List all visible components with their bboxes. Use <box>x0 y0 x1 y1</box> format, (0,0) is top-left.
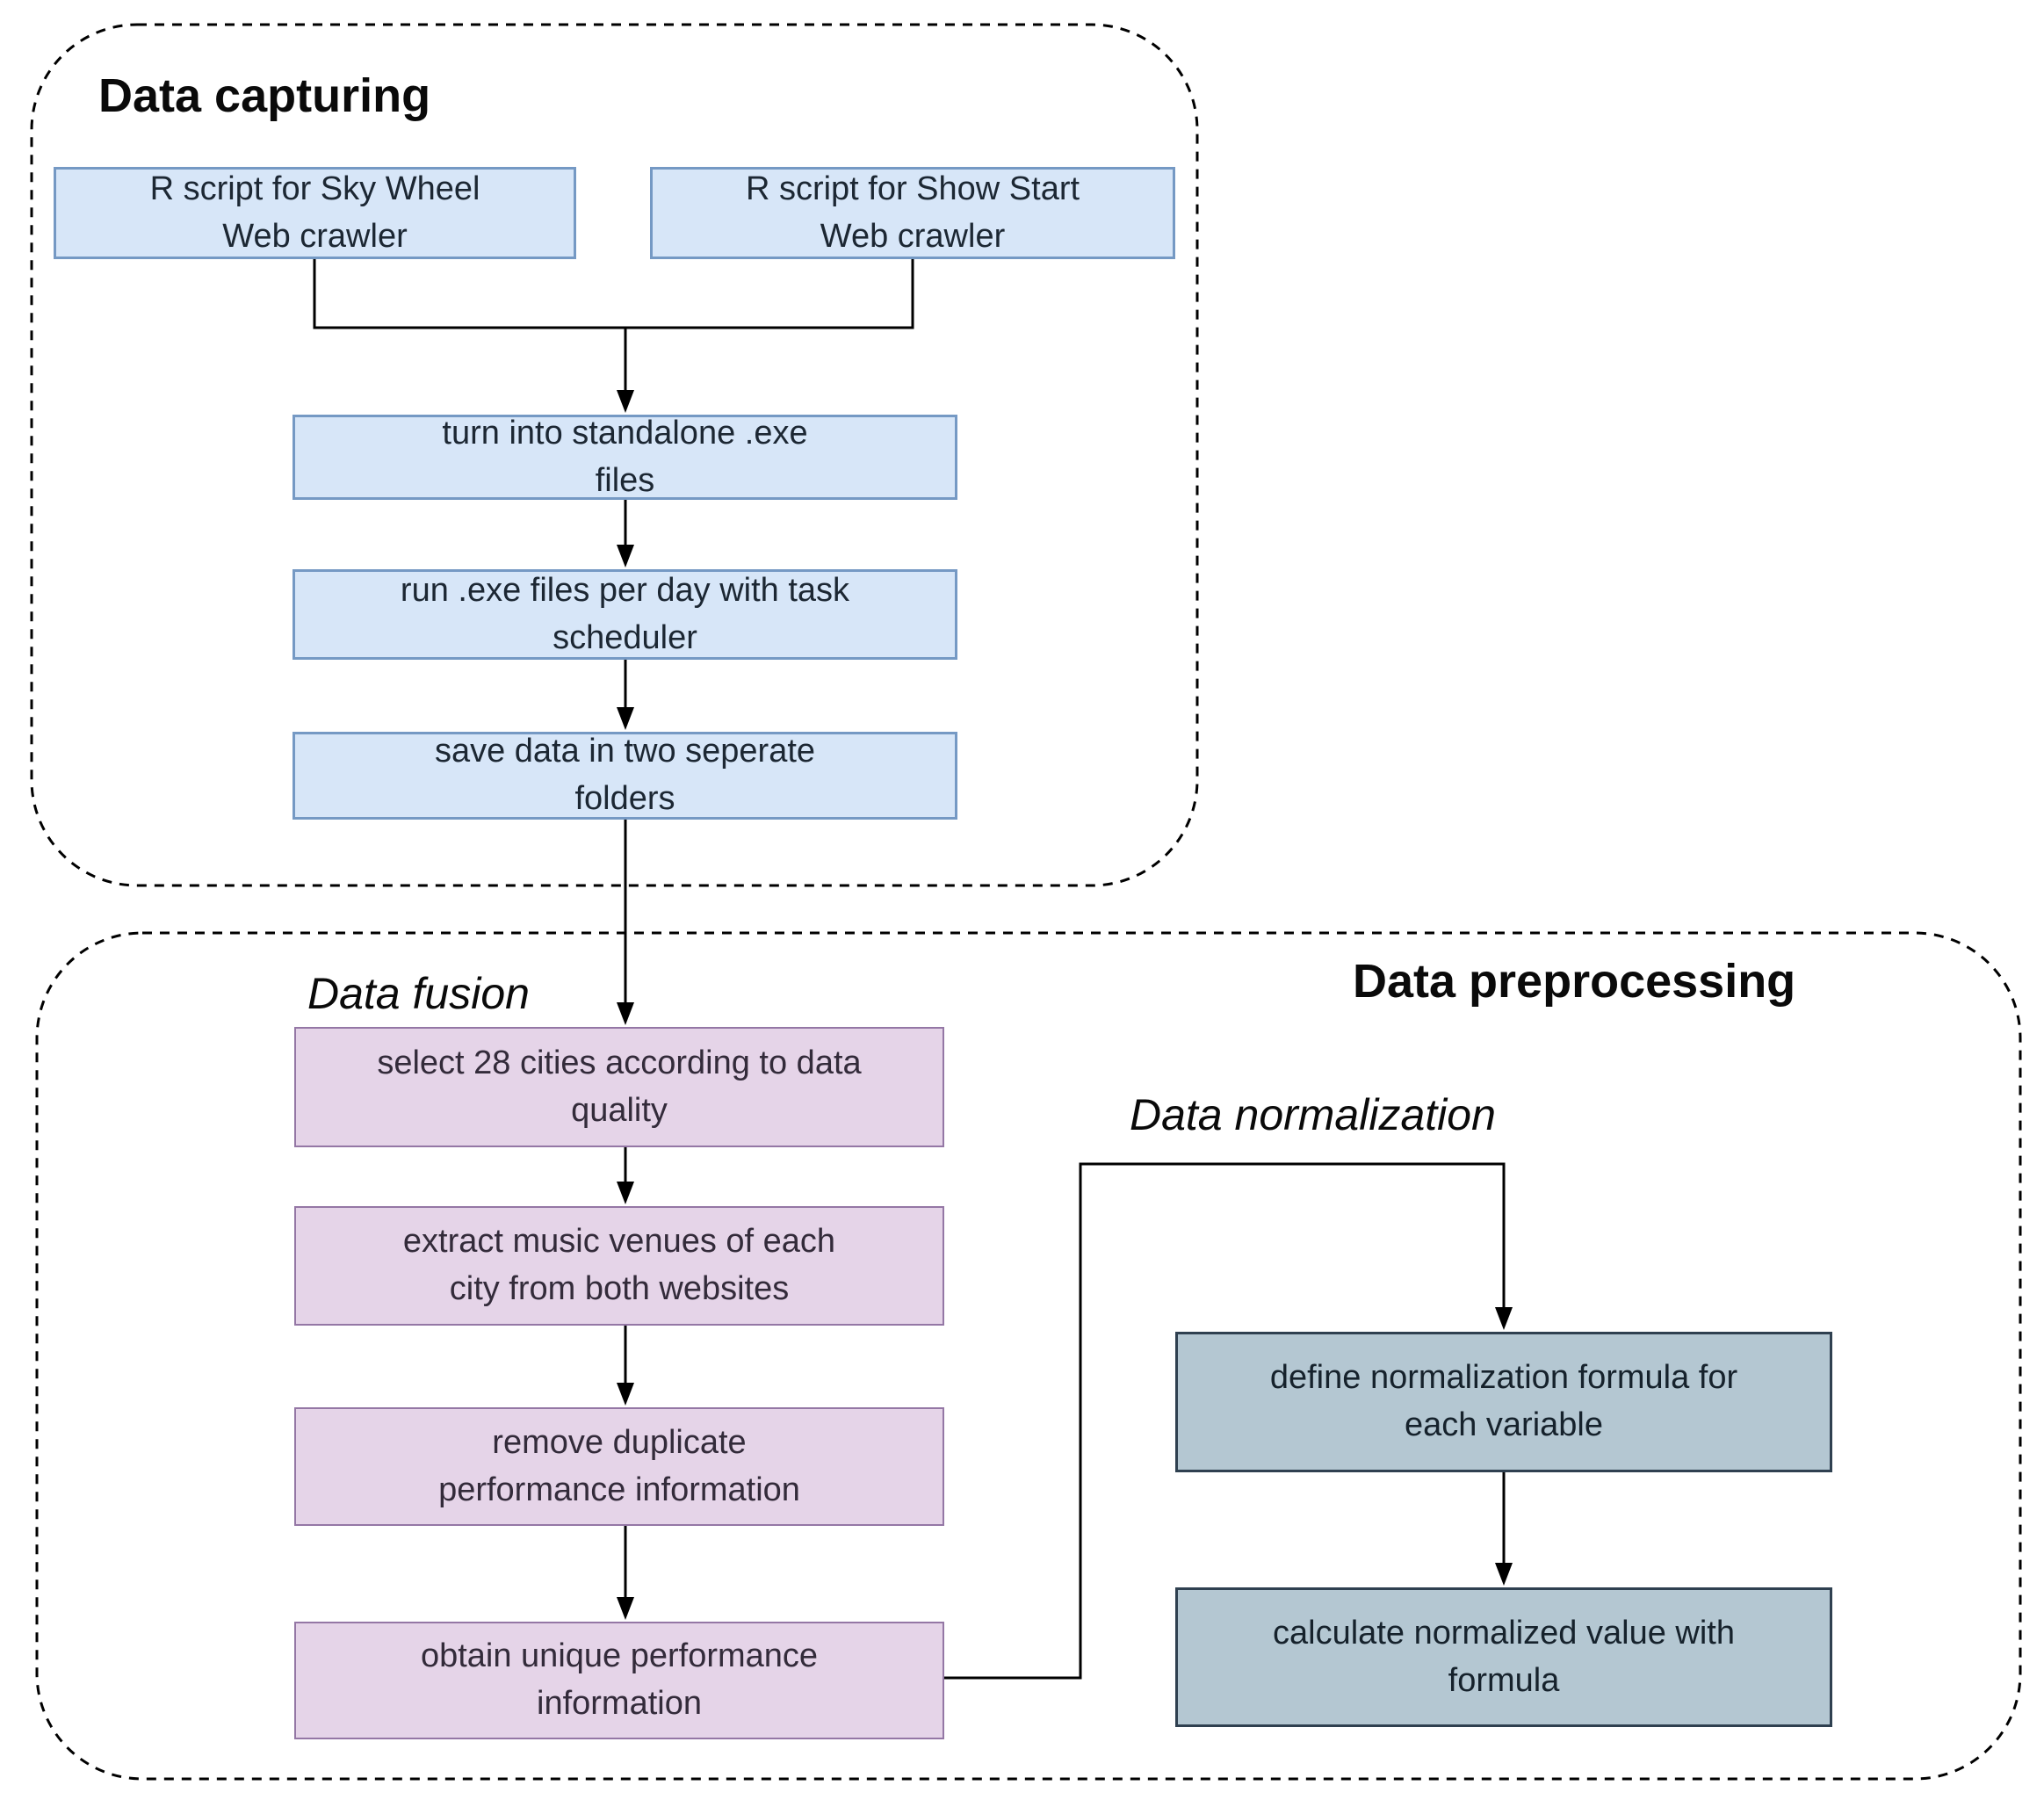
node-extract-venues: extract music venues of each city from b… <box>294 1206 944 1326</box>
arrowhead-exe-to-scheduler <box>617 545 634 567</box>
node-standalone-exe: turn into standalone .exe files <box>293 415 957 500</box>
arrowhead-select-to-extract <box>617 1182 634 1204</box>
section-title-data-preprocessing: Data preprocessing <box>1353 955 1796 1008</box>
arrowhead-extract-to-remove <box>617 1383 634 1406</box>
arrowhead-scheduler-to-save <box>617 707 634 730</box>
node-calculate-value: calculate normalized value with formula <box>1175 1587 1832 1727</box>
connector-merge-crawlers <box>313 259 914 329</box>
arrowhead-to-exe <box>617 390 634 413</box>
node-obtain-unique: obtain unique performance information <box>294 1622 944 1739</box>
arrowhead-save-to-select <box>617 1002 634 1025</box>
node-show-start-crawler: R script for Show Start Web crawler <box>650 167 1175 259</box>
node-define-formula: define normalization formula for each va… <box>1175 1332 1832 1472</box>
node-sky-wheel-crawler: R script for Sky Wheel Web crawler <box>54 167 576 259</box>
container-data-preprocessing <box>35 931 2022 1781</box>
sub-label-data-normalization: Data normalization <box>1130 1090 1496 1139</box>
arrowhead-define-to-calculate <box>1495 1563 1513 1586</box>
arrowhead-remove-to-obtain <box>617 1597 634 1620</box>
node-select-cities: select 28 cities according to data quali… <box>294 1027 944 1147</box>
connector-obtain-to-define <box>944 1162 1506 1680</box>
section-title-data-capturing: Data capturing <box>98 69 431 122</box>
arrowhead-obtain-to-define <box>1495 1307 1513 1330</box>
sub-label-data-fusion: Data fusion <box>307 969 530 1018</box>
node-task-scheduler: run .exe files per day with task schedul… <box>293 569 957 660</box>
container-data-capturing <box>30 23 1199 887</box>
node-save-folders: save data in two seperate folders <box>293 732 957 820</box>
node-remove-duplicates: remove duplicate performance information <box>294 1407 944 1526</box>
